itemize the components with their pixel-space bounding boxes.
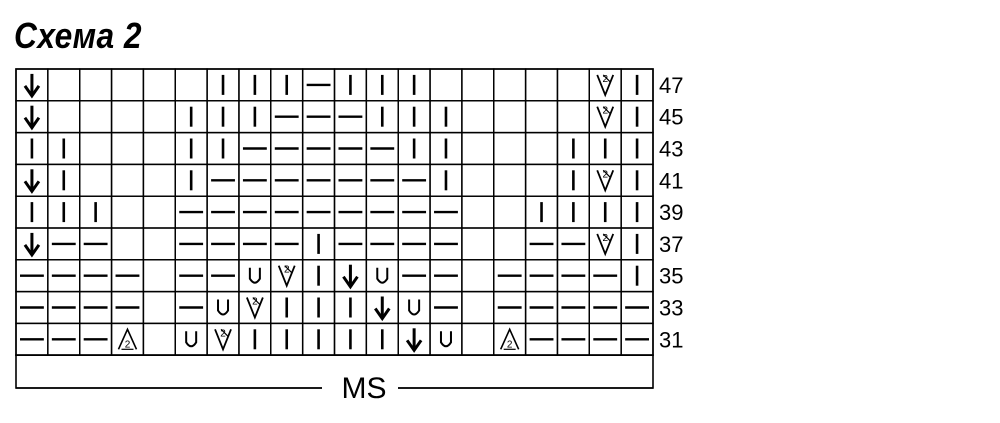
chart-cell	[142, 100, 176, 134]
chart-cell	[461, 290, 495, 325]
chart-cell	[524, 131, 559, 166]
stitch-symbol-arrow	[342, 264, 359, 290]
stitch-symbol-yarn-over	[376, 267, 389, 284]
chart-cell	[461, 68, 495, 102]
chart-cell	[110, 227, 145, 261]
svg-text:2: 2	[602, 106, 608, 117]
chart-cell	[174, 68, 208, 102]
svg-text:2: 2	[602, 233, 608, 244]
ms-label-bg	[322, 374, 398, 404]
row-label: 31	[659, 327, 683, 352]
chart-cell	[524, 163, 559, 197]
svg-text:2: 2	[125, 339, 131, 350]
chart-cell	[78, 131, 113, 166]
chart-cell	[110, 68, 145, 102]
row-label: 33	[659, 296, 683, 321]
stitch-symbol-arrow	[374, 296, 391, 322]
chart-cell	[78, 163, 113, 197]
chart-cell	[174, 322, 208, 356]
chart-cell	[142, 163, 176, 197]
chart-cell	[461, 131, 495, 166]
chart-cell	[493, 195, 527, 229]
chart-cell	[493, 227, 527, 261]
svg-text:2: 2	[602, 74, 608, 85]
stitch-symbol-yarn-over	[248, 267, 261, 284]
svg-text:2: 2	[507, 339, 513, 350]
chart-cell	[142, 131, 176, 166]
chart-cell	[142, 259, 176, 293]
chart-cell	[206, 290, 240, 325]
stitch-symbol-arrow	[23, 73, 41, 99]
chart-cell	[461, 322, 495, 356]
svg-text:2: 2	[220, 328, 226, 339]
stitch-symbol-decrease: 2	[117, 327, 138, 350]
chart-cell	[429, 68, 463, 102]
stitch-symbol-increase: 2	[596, 169, 615, 193]
stitch-symbol-increase: 2	[214, 328, 232, 352]
chart-cell	[110, 100, 145, 134]
chart-cell	[142, 290, 176, 325]
chart-cell	[365, 259, 399, 293]
row-label: 41	[659, 168, 683, 193]
row-label: 39	[659, 200, 683, 225]
chart-cell	[461, 259, 495, 293]
chart-cell	[142, 322, 176, 356]
chart-cell	[524, 100, 559, 134]
chart-cell	[556, 100, 591, 134]
row-label: 43	[659, 137, 683, 162]
stitch-symbol-yarn-over	[408, 299, 421, 316]
row-label: 45	[659, 105, 683, 130]
chart-cell	[78, 68, 113, 102]
chart-cell	[110, 195, 145, 229]
stitch-symbol-increase: 2	[596, 106, 615, 130]
chart-cell	[110, 163, 145, 197]
row-label: 35	[659, 264, 683, 289]
chart-cell	[556, 68, 591, 102]
row-labels: 47 45 43 41 39 37 35 33 31	[659, 73, 683, 352]
stitch-symbol-arrow	[23, 105, 41, 131]
stitch-symbol-yarn-over	[217, 299, 230, 316]
stitch-symbol-increase: 2	[596, 233, 615, 257]
chart-cell	[461, 100, 495, 134]
ms-label: MS	[342, 372, 387, 405]
chart-cell	[142, 227, 176, 261]
stitch-symbol-arrow	[405, 328, 423, 353]
chart-cell	[47, 68, 81, 102]
chart-cell	[493, 100, 527, 134]
chart-cell	[461, 195, 495, 229]
chart-cell	[142, 195, 176, 229]
ms-footer: MS	[15, 354, 654, 405]
chart-cell	[110, 131, 145, 166]
chart-cell	[78, 100, 113, 134]
chart-cell	[238, 259, 272, 293]
stitch-symbol-increase: 2	[246, 297, 264, 320]
row-label: 47	[659, 73, 683, 98]
chart-cell	[493, 131, 527, 166]
chart-grid	[15, 68, 654, 357]
chart-cell	[493, 68, 527, 102]
stitch-symbol-arrow	[23, 169, 41, 194]
chart-cell	[429, 322, 463, 356]
stitch-symbol-decrease: 2	[499, 327, 520, 350]
chart-title: Схема 2	[14, 15, 142, 56]
stitch-symbol-yarn-over	[439, 331, 452, 348]
stitch-symbol-yarn-over	[185, 331, 198, 348]
chart-cell	[461, 163, 495, 197]
chart-cell	[493, 163, 527, 197]
stitch-symbol-increase: 2	[596, 74, 615, 98]
chart-cell	[142, 68, 176, 102]
chart-cell	[461, 227, 495, 261]
chart-symbols: 2 2 2 2 2 2 2 2 2	[20, 73, 649, 353]
svg-text:2: 2	[252, 297, 258, 308]
chart-cell	[47, 100, 81, 134]
svg-text:2: 2	[284, 265, 290, 276]
chart-cell	[397, 290, 431, 325]
chart-cell	[524, 68, 559, 102]
svg-text:2: 2	[602, 169, 608, 180]
stitch-symbol-arrow	[23, 232, 41, 258]
stitch-symbol-increase: 2	[277, 265, 296, 289]
row-label: 37	[659, 232, 683, 257]
